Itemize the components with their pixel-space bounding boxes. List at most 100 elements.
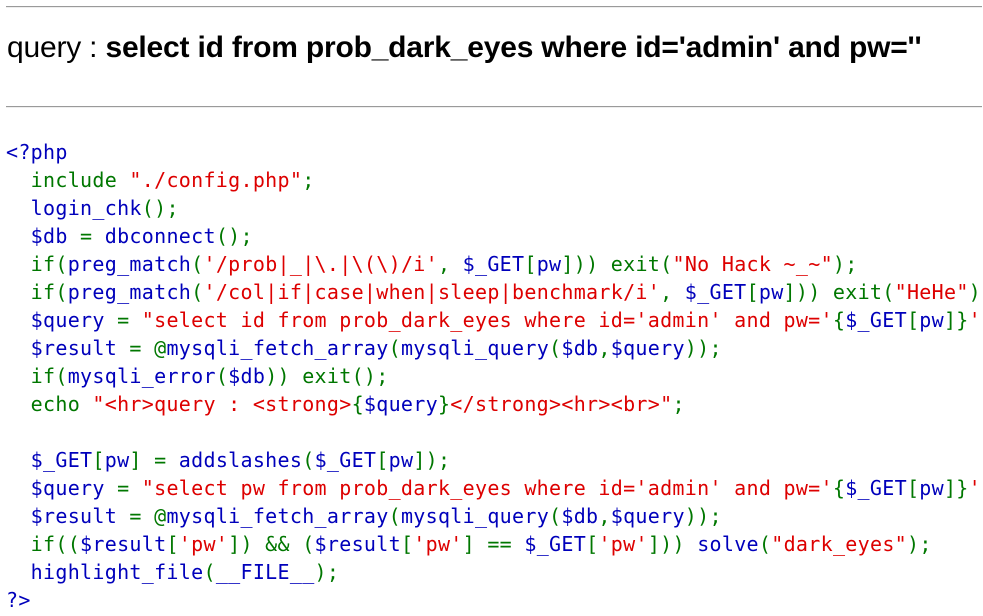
code-line: $result = @mysqli_fetch_array (mysqli_que… (6, 334, 983, 362)
code-line: if(mysqli_error($db)) exit(); (6, 362, 983, 390)
code-line: ?> (6, 586, 983, 614)
code-line: $query = "select pw from prob_dark_eyes … (6, 474, 983, 502)
code-token: pw (919, 308, 944, 332)
code-token: ( (191, 280, 204, 304)
query-label: query : (7, 31, 106, 64)
code-token: [ (906, 308, 920, 332)
code-token: login_chk (6, 196, 142, 220)
code-token: (); (141, 196, 179, 220)
code-token: __FILE__ (215, 560, 315, 584)
code-token: 'pw' (598, 532, 648, 556)
code-token: include (6, 168, 130, 192)
code-line: if(preg_match('/prob|_|\.|\(\)/i', $_GET… (6, 250, 983, 278)
query-display: query : select id from prob_dark_eyes wh… (7, 28, 922, 68)
query-text: select id from prob_dark_eyes where id='… (105, 31, 922, 64)
code-token: )); (684, 504, 722, 528)
code-token: ( (758, 532, 772, 556)
code-token: $_GET (6, 448, 93, 472)
php-source-code: <?php include "./config.php"; login_chk(… (6, 138, 983, 614)
code-token: $result (6, 504, 130, 528)
code-token: </strong><hr><br>" (450, 392, 673, 416)
code-token: )); (684, 336, 722, 360)
code-token: ); (907, 532, 932, 556)
code-token: "select pw from prob_dark_eyes where id=… (141, 476, 833, 500)
code-token: if( (6, 280, 68, 304)
code-token: addslashes (178, 448, 303, 472)
code-token: mysqli_fetch_array (166, 336, 389, 360)
code-token: $result (314, 532, 401, 556)
code-token: 'pw' (178, 532, 229, 556)
code-token: ( (302, 448, 315, 472)
code-token: = @ (129, 336, 167, 360)
code-token: ]} (943, 308, 969, 332)
code-token: $result (80, 532, 167, 556)
code-token: )) exit(); (265, 364, 389, 388)
code-token: $db (561, 336, 599, 360)
code-token: '" (968, 308, 983, 332)
code-token: ]); (413, 448, 451, 472)
code-token: highlight_file (6, 560, 204, 584)
code-line: highlight_file(__FILE__); (6, 558, 983, 586)
code-token: ); (832, 252, 858, 276)
code-token: ; (302, 168, 315, 192)
code-token: $result (6, 336, 130, 360)
code-token: mysqli_query (400, 336, 550, 360)
code-token: "dark_eyes" (771, 532, 908, 556)
code-token: preg_match (67, 280, 192, 304)
code-token: $query (610, 336, 685, 360)
code-token: { (832, 308, 846, 332)
code-token: ])) (647, 532, 698, 556)
code-token: $_GET (684, 280, 747, 304)
code-token: if( (6, 364, 68, 388)
code-token: "select id from prob_dark_eyes where id=… (141, 308, 833, 332)
code-token: 'pw' (413, 532, 463, 556)
code-line: echo "<hr>query : <strong>{$query}</stro… (6, 390, 983, 418)
code-line: $db = dbconnect(); (6, 222, 983, 250)
code-token: , (660, 280, 685, 304)
code-token: ( (388, 504, 401, 528)
code-token: '/prob|_|\.|\(\)/i' (203, 252, 438, 276)
code-token: ); (314, 560, 340, 584)
code-token: $db (228, 364, 266, 388)
code-token: preg_match (67, 252, 192, 276)
code-line: if(preg_match('/col|if|case|when|sleep|b… (6, 278, 983, 306)
top-divider (6, 6, 982, 8)
code-token: ( (191, 252, 204, 276)
code-token: = (80, 224, 105, 248)
code-token: $query (363, 392, 438, 416)
code-token: , (598, 336, 611, 360)
code-token: $db (6, 224, 81, 248)
code-token: pw (919, 476, 944, 500)
code-token: if(( (6, 532, 81, 556)
code-token: if( (6, 252, 68, 276)
code-token: = (117, 308, 142, 332)
code-token: ])) exit( (561, 252, 673, 276)
code-line: if(($result['pw']) && ($result['pw'] == … (6, 530, 983, 558)
code-token: [ (166, 532, 179, 556)
code-token: solve (697, 532, 759, 556)
code-token: = (117, 476, 142, 500)
code-token: ( (215, 364, 229, 388)
code-token: [ (376, 448, 389, 472)
code-token: ])) exit( (783, 280, 895, 304)
code-token: = @ (129, 504, 167, 528)
code-token: "HeHe" (894, 280, 969, 304)
code-token: pw (388, 448, 414, 472)
code-token: $_GET (314, 448, 377, 472)
code-token: '/col|if|case|when|sleep|benchmark/i' (203, 280, 661, 304)
code-token: $query (610, 504, 685, 528)
code-token: ( (549, 504, 562, 528)
code-token: { (351, 392, 364, 416)
code-token: $_GET (462, 252, 525, 276)
code-token: $query (6, 308, 118, 332)
code-token: ?> (6, 588, 31, 612)
code-token: "No Hack ~_~" (672, 252, 833, 276)
code-token: [ (400, 532, 414, 556)
code-token: , (437, 252, 463, 276)
code-token: pw (104, 448, 130, 472)
code-line: $result = @mysqli_fetch_array(mysqli_que… (6, 502, 983, 530)
code-token: ( (549, 336, 562, 360)
code-token: [ (906, 476, 920, 500)
code-token: '" (968, 476, 983, 500)
code-token: ] = (129, 448, 179, 472)
